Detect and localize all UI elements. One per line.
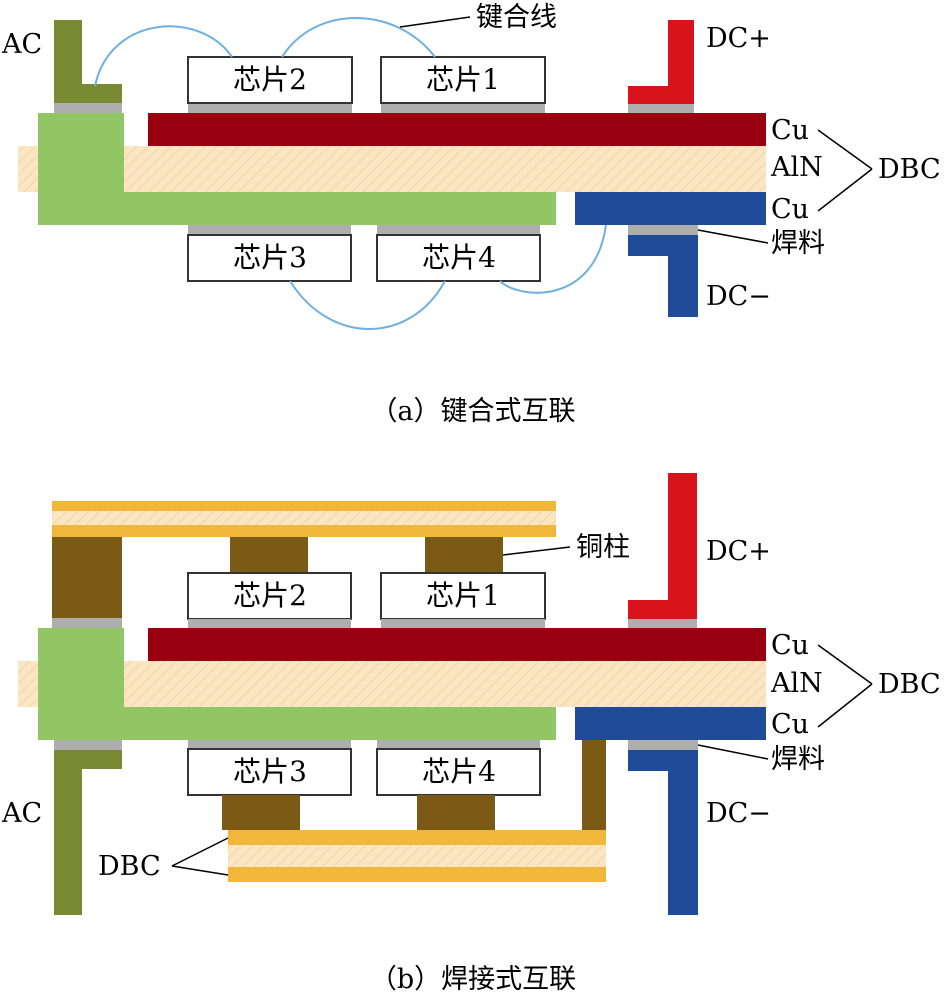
pillar-leader (502, 546, 571, 556)
cu-bottom-layer (575, 192, 766, 225)
top-dbc-upper (52, 501, 556, 511)
ac-terminal (54, 20, 122, 103)
ac-copper-pad-b (38, 628, 556, 740)
ac-solder-b (54, 740, 122, 750)
chip-4b-label: 芯片4 (422, 755, 496, 788)
chip-1b-label: 芯片1 (426, 579, 500, 612)
chip-1 (380, 56, 546, 104)
bond-wires (94, 17, 607, 330)
chip-3b (187, 748, 352, 796)
cu-top-label-b: Cu (771, 630, 809, 661)
chip-1-solder (381, 103, 545, 113)
chip-2b-label: 芯片2 (233, 579, 307, 612)
cu-top-layer-b (148, 628, 766, 661)
aln-layer-b (18, 661, 766, 707)
ac-solder (54, 103, 122, 113)
chip-4 (376, 234, 541, 282)
chip-4b-solder (377, 740, 540, 749)
dc-minus-terminal (628, 235, 698, 317)
chip-4-label: 芯片4 (422, 241, 496, 274)
chip-2-pillar (230, 537, 308, 573)
panel-b: 芯片2 芯片1 芯片3 芯片4 (1, 473, 941, 995)
chip-4-solder (377, 225, 540, 235)
dc-minus-label: DC− (706, 281, 771, 312)
dc-plus-label-b: DC+ (706, 536, 771, 567)
copper-pillar-label: 铜柱 (576, 532, 630, 563)
chip-1-pillar (425, 537, 503, 573)
chip-3-pillar (222, 795, 300, 830)
ac-terminal-b (54, 750, 122, 915)
dc-minus-pillar (582, 740, 606, 830)
cu-bottom-label: Cu (771, 194, 809, 225)
dbc-brace-b (817, 644, 873, 728)
solder-leader (697, 229, 769, 244)
ac-copper-pad (38, 113, 556, 225)
caption-b: （b）焊接式互联 (370, 964, 576, 995)
dbc-label: DBC (878, 154, 941, 185)
chip-2-solder (188, 103, 352, 113)
dc-minus-label-b: DC− (706, 798, 771, 829)
bottom-dbc-ceramic (228, 845, 606, 867)
dc-minus-solder-b (628, 740, 698, 750)
caption-a: （a）键合式互联 (370, 396, 575, 427)
dc-plus-terminal-b (628, 473, 697, 619)
chip-3-label: 芯片3 (233, 241, 307, 274)
dc-plus-label: DC+ (706, 23, 771, 54)
dc-minus-solder (628, 225, 698, 235)
chip-1b-solder (381, 619, 545, 628)
chip-2b-solder (188, 619, 351, 628)
solder-leader-b (697, 744, 769, 760)
ac-pillar (52, 537, 122, 618)
dbc-left-leaders (171, 837, 229, 876)
chip-4b (376, 748, 541, 796)
ac-pillar-solder (52, 618, 122, 628)
cu-top-layer (148, 113, 766, 146)
cu-bottom-layer-b (575, 707, 766, 740)
cu-top-label: Cu (771, 115, 809, 146)
chip-3b-solder (188, 740, 351, 749)
dbc-label-b-right: DBC (878, 669, 941, 700)
aln-label-b: AlN (770, 668, 823, 699)
wire-label: 键合线 (476, 2, 557, 33)
aln-label: AlN (770, 152, 823, 183)
dbc-brace (817, 129, 873, 212)
ac-label-b: AC (1, 798, 42, 829)
chip-3 (187, 234, 352, 282)
dbc-label-b-left: DBC (98, 851, 161, 882)
bottom-dbc-lower (228, 867, 606, 882)
solder-label-b: 焊料 (771, 744, 825, 775)
chip-2 (187, 56, 353, 104)
top-dbc-ceramic (52, 511, 556, 525)
dc-plus-solder (628, 104, 694, 113)
ac-label: AC (1, 29, 42, 60)
dc-plus-terminal (628, 20, 694, 104)
chip-3-solder (188, 225, 351, 235)
top-dbc-lower (52, 525, 556, 537)
chip-2-label: 芯片2 (233, 63, 307, 96)
dc-plus-solder-b (628, 619, 697, 628)
cu-bottom-label-b: Cu (771, 709, 809, 740)
panel-a: 芯片2 芯片1 芯片3 芯片4 键合线 AC DC+ Cu AlN Cu (1, 2, 941, 427)
chip-4-pillar (417, 795, 495, 830)
dc-minus-terminal-b (628, 750, 698, 915)
bottom-dbc-upper (228, 830, 606, 845)
chip-1-label: 芯片1 (426, 63, 500, 96)
aln-layer (18, 146, 766, 192)
wire-leader (399, 16, 471, 28)
solder-label: 焊料 (771, 228, 825, 259)
chip-3b-label: 芯片3 (233, 755, 307, 788)
